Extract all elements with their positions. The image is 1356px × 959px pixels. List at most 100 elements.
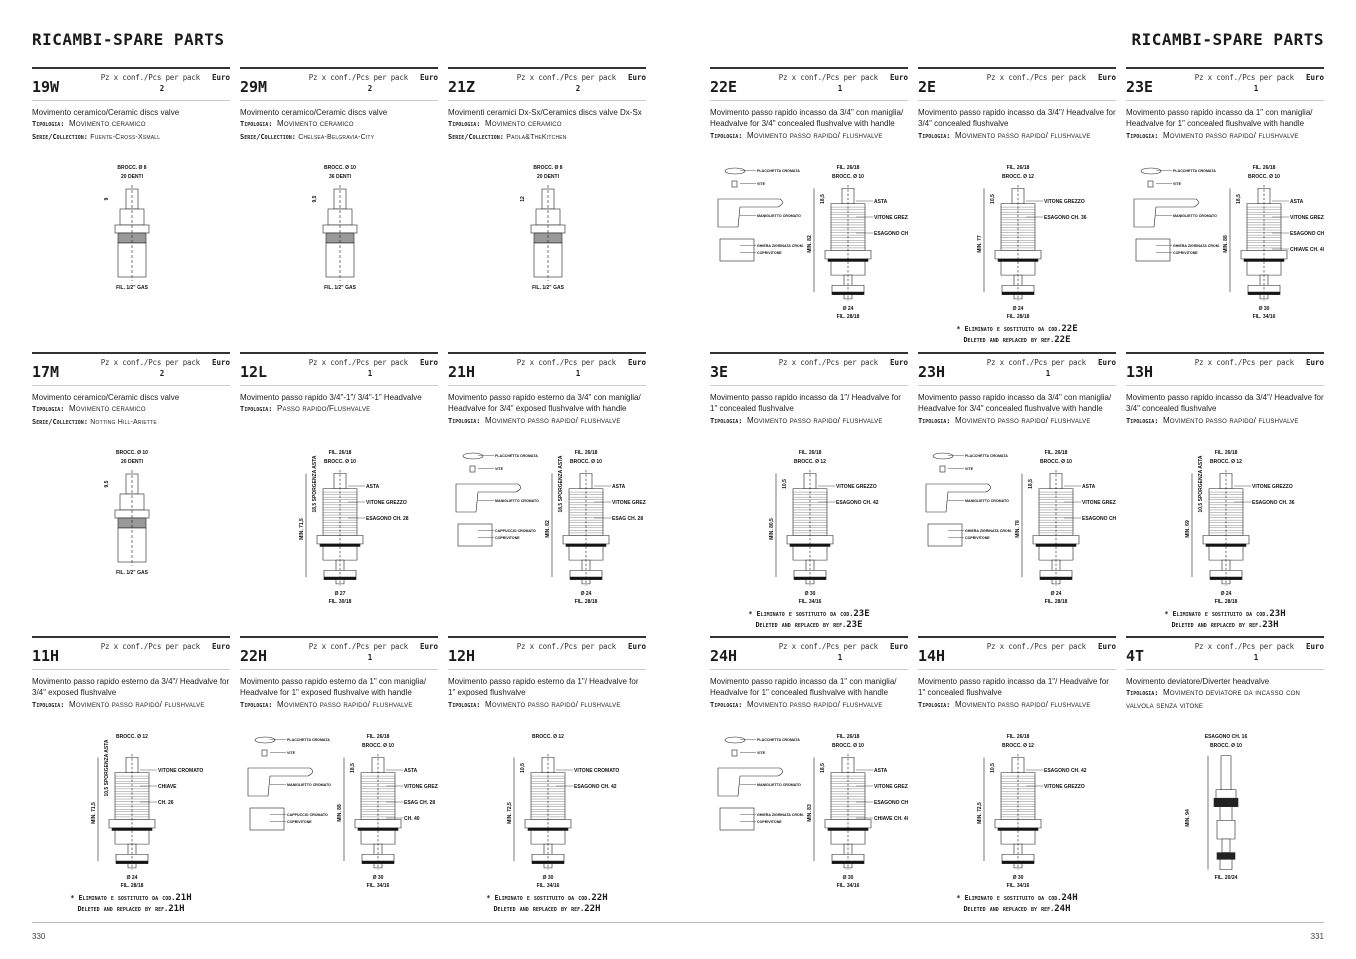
description-text: Movimento passo rapido incasso da 3/4" c… [918,393,1112,414]
pack-label: Pz x conf./Pcs per pack [100,358,200,367]
euro-label: Euro [211,642,230,651]
replacement-code: 21H [175,893,192,903]
handle-part-label: VITE [1173,182,1182,186]
handle-part-label: COPRIVITONE [965,536,990,540]
tipologia-label: Tipologia: [240,700,273,709]
page-number-left: 330 [32,932,46,941]
pack-label: Pz x conf./Pcs per pack [986,358,1086,367]
dimension-label: FIL. 28/18 [121,883,144,889]
tipologia-label: Tipologia: [1126,131,1159,140]
replacement-note-en: Deleted and replaced by ref.24H [918,904,1116,914]
tipologia-label: Tipologia: [918,131,951,140]
serie-value: Paola&TheKitchen [506,133,567,141]
handle-part-label: GHIERA ZIGRINATA CROM. [757,244,804,248]
pack-quantity: 2 [159,84,165,93]
valve-icon [305,470,364,586]
handle-icon [717,736,783,831]
product-code: 13H [1126,363,1154,381]
euro-label: Euro [211,358,230,367]
product-description: Movimento passo rapido incasso da 1" con… [1126,107,1324,142]
divider [32,669,230,670]
dimension-label: Ø 30 [1013,875,1024,881]
product-code: 19W [32,78,60,96]
cartridge-icon [114,470,150,566]
dimension-label: FIL. 26/18 [367,734,390,740]
replacement-code: 23H [1269,609,1286,619]
product-description: Movimento ceramico/Ceramic discs valve T… [240,107,438,143]
product-card: 14H Pz x conf./Pcs per pack Euro Movimen… [918,636,1116,918]
dimension-label: 20 DENTI [121,459,144,465]
dimension-label: 20 DENTI [121,174,144,180]
note-text: Deleted and replaced by ref. [77,905,169,913]
dimension-label: Ø 24 [127,875,138,881]
product-code: 22E [710,78,738,96]
dimension-label: FIL. 34/16 [1007,883,1030,889]
note-text: Deleted and replaced by ref. [493,905,585,913]
dimension-label: VITONE GREZZO [404,784,438,790]
tipologia-label: Tipologia: [710,700,743,709]
description-text: Movimento passo rapido incasso da 3/4"/ … [1126,393,1324,414]
dimension-label: 18,5 SPORGENZA ASTA [312,455,318,512]
tipologia-label: Tipologia: [32,120,65,129]
pack-label: Pz x conf./Pcs per pack [1194,73,1294,82]
dimension-label: CH. 26 [158,800,174,806]
dimension-label: 9,5 [104,480,110,487]
handle-part-label: COPRIVITONE [287,820,312,824]
cartridge-icon [322,185,358,281]
handle-part-label: PLACCHETTA CROMATA [287,738,330,742]
replacement-note-en: Deleted and replaced by ref.23E [710,620,908,630]
dimension-label: BROCC. Ø 12 [1210,459,1242,465]
dimension-label: BROCC. Ø 12 [116,734,148,740]
dimension-label: Ø 24 [1221,591,1232,597]
handle-part-label: COPRIVITONE [757,820,782,824]
replacement-note-it: * Eliminato e sostituito da cod.21H [32,893,230,903]
pack-label: Pz x conf./Pcs per pack [516,358,616,367]
product-code: 12L [240,363,268,381]
dimension-label: MIN. 94 [1185,809,1191,827]
dimension-label: FIL. 20/24 [1215,875,1238,881]
description-text: Movimento passo rapido incasso da 1"/ He… [918,677,1109,698]
dimension-label: BROCC. Ø 8 [533,165,562,171]
dimension-label: BROCC. Ø 10 [362,743,394,749]
dimension-label: FIL. 34/16 [837,883,860,889]
product-code: 29M [240,78,268,96]
dimension-label: CHIAVE CH. 40 [874,816,908,822]
dimension-label: BROCC. Ø 12 [532,734,564,740]
product-description: Movimento ceramico/Ceramic discs valve T… [32,392,230,428]
note-star: * [486,894,491,902]
valve-icon [1021,470,1080,586]
product-description: Movimento passo rapido esterno da 3/4" c… [448,392,646,427]
replacement-note-it: * Eliminato e sostituito da cod.23E [710,609,908,619]
cartridge-icon [114,185,150,281]
product-description: Movimenti ceramici Dx-Sx/Ceramics discs … [448,107,646,143]
product-card: 13H Pz x conf./Pcs per pack Euro Movimen… [1126,352,1324,634]
dimension-label: 10,5 [782,479,788,489]
dimension-label: BROCC. Ø 12 [794,459,826,465]
tipologia-value: Movimento ceramico [68,404,146,414]
tipologia-value: Movimento passo rapido/ flushvalve [1162,130,1299,140]
handle-part-label: VITE [495,467,504,471]
product-code: 4T [1126,647,1145,665]
tipologia-value: Movimento passo rapido/ flushvalve [954,699,1091,709]
divider [448,669,646,670]
dimension-label: BROCC. Ø 10 [1248,174,1280,180]
divider [32,100,230,101]
dimension-label: 18,5 SPORGENZA ASTA [558,455,564,512]
replacement-note-en: Deleted and replaced by ref.22H [448,904,646,914]
dimension-label: ESAGONO CH. 16 [1205,734,1248,740]
dimension-label: ASTA [1290,199,1304,205]
note-text: Eliminato e sostituito da cod. [964,325,1062,333]
dimension-label: FIL. 26/18 [799,450,822,456]
dimension-label: FIL. 26/18 [837,734,860,740]
tipologia-value: Movimento passo rapido/ flushvalve [954,415,1091,425]
